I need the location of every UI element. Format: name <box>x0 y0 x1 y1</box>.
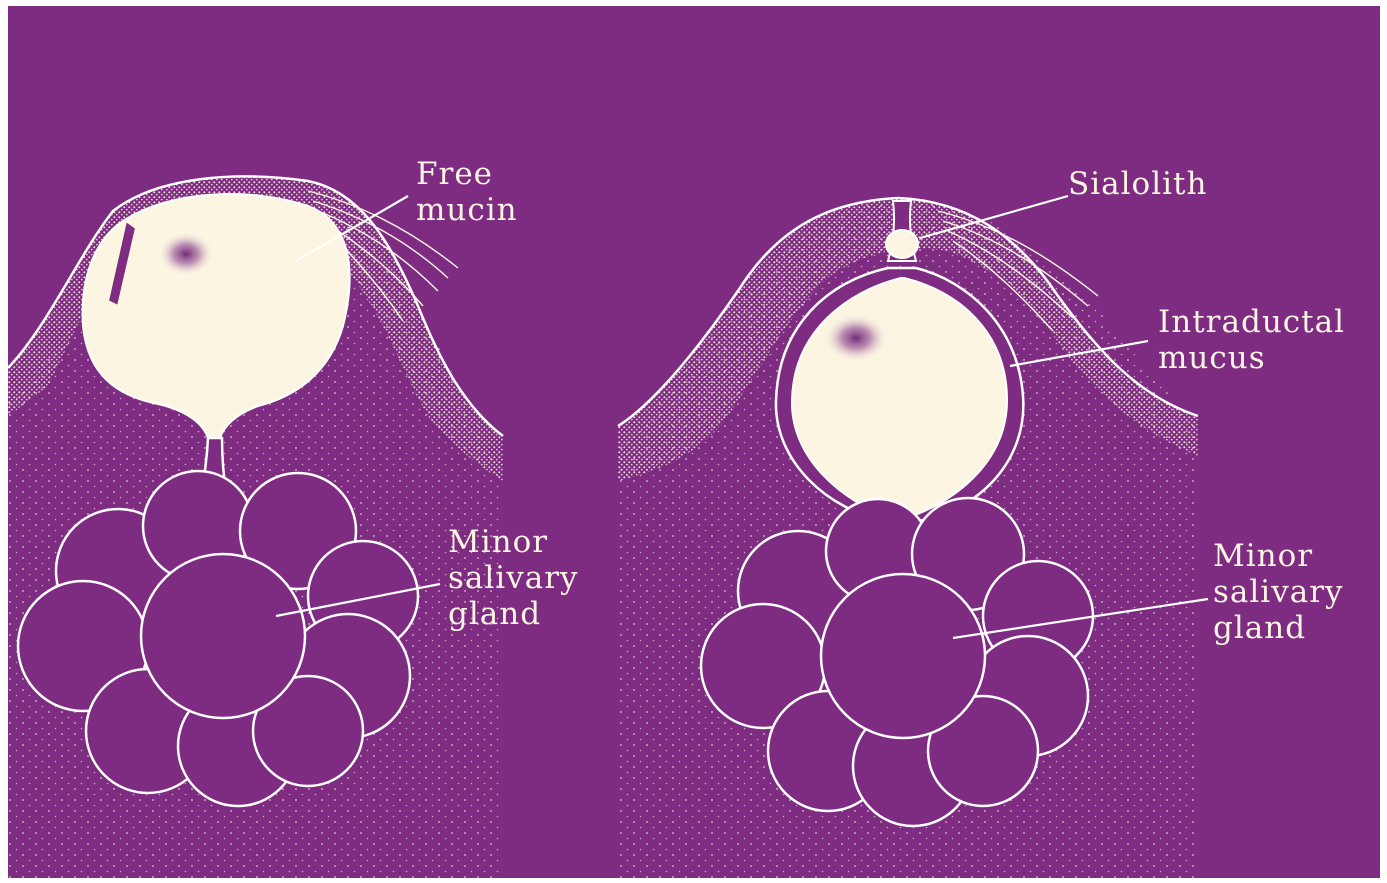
label-right-minor-salivary-gland: Minor salivary gland <box>1213 538 1344 646</box>
label-right-gland-line-2: salivary <box>1213 574 1344 610</box>
label-left-gland-line-1: Minor <box>448 524 579 560</box>
label-free-mucin-line-1: Free <box>416 156 518 192</box>
label-free-mucin: Free mucin <box>416 156 518 228</box>
label-right-gland-line-3: gland <box>1213 610 1344 646</box>
label-intraductal-mucus-line-2: mucus <box>1158 340 1345 376</box>
label-intraductal-mucus-line-1: Intraductal <box>1158 304 1345 340</box>
left-panel-illustration <box>8 176 503 878</box>
diagram-slide: Free mucin Minor salivary gland Sialolit… <box>8 6 1380 878</box>
label-sialolith: Sialolith <box>1068 166 1207 202</box>
label-sialolith-line-1: Sialolith <box>1068 166 1207 202</box>
label-left-minor-salivary-gland: Minor salivary gland <box>448 524 579 632</box>
label-free-mucin-line-2: mucin <box>416 192 518 228</box>
label-right-gland-line-1: Minor <box>1213 538 1344 574</box>
right-mucus-nucleus <box>824 314 888 362</box>
left-mucin-nucleus <box>158 232 214 276</box>
label-left-gland-line-2: salivary <box>448 560 579 596</box>
label-intraductal-mucus: Intraductal mucus <box>1158 304 1345 376</box>
diagram-artwork <box>8 6 1380 878</box>
label-left-gland-line-3: gland <box>448 596 579 632</box>
sialolith-stone <box>886 230 918 258</box>
